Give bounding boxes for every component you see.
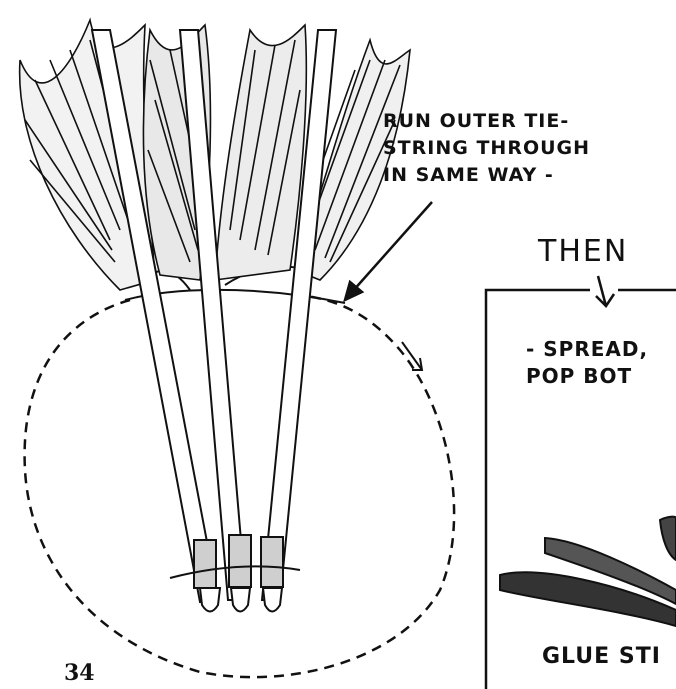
then-arrow [596, 276, 614, 306]
panel-caption: GLUE STI [542, 644, 661, 669]
panel-line-1: - SPREAD, [526, 336, 648, 363]
tie-string-callout: RUN OUTER TIE- STRING THROUGH IN SAME WA… [383, 108, 590, 189]
callout-line-1: RUN OUTER TIE- [383, 108, 590, 135]
dashed-ring [25, 295, 455, 677]
callout-line-3: IN SAME WAY - [383, 162, 590, 189]
then-label: THEN [538, 234, 628, 269]
callout-line-2: STRING THROUGH [383, 135, 590, 162]
panel-line-2: POP BOT [526, 363, 648, 390]
panel-arrows [500, 517, 676, 626]
page-number: 34 [64, 660, 95, 686]
panel-instructions: - SPREAD, POP BOT [526, 336, 648, 390]
